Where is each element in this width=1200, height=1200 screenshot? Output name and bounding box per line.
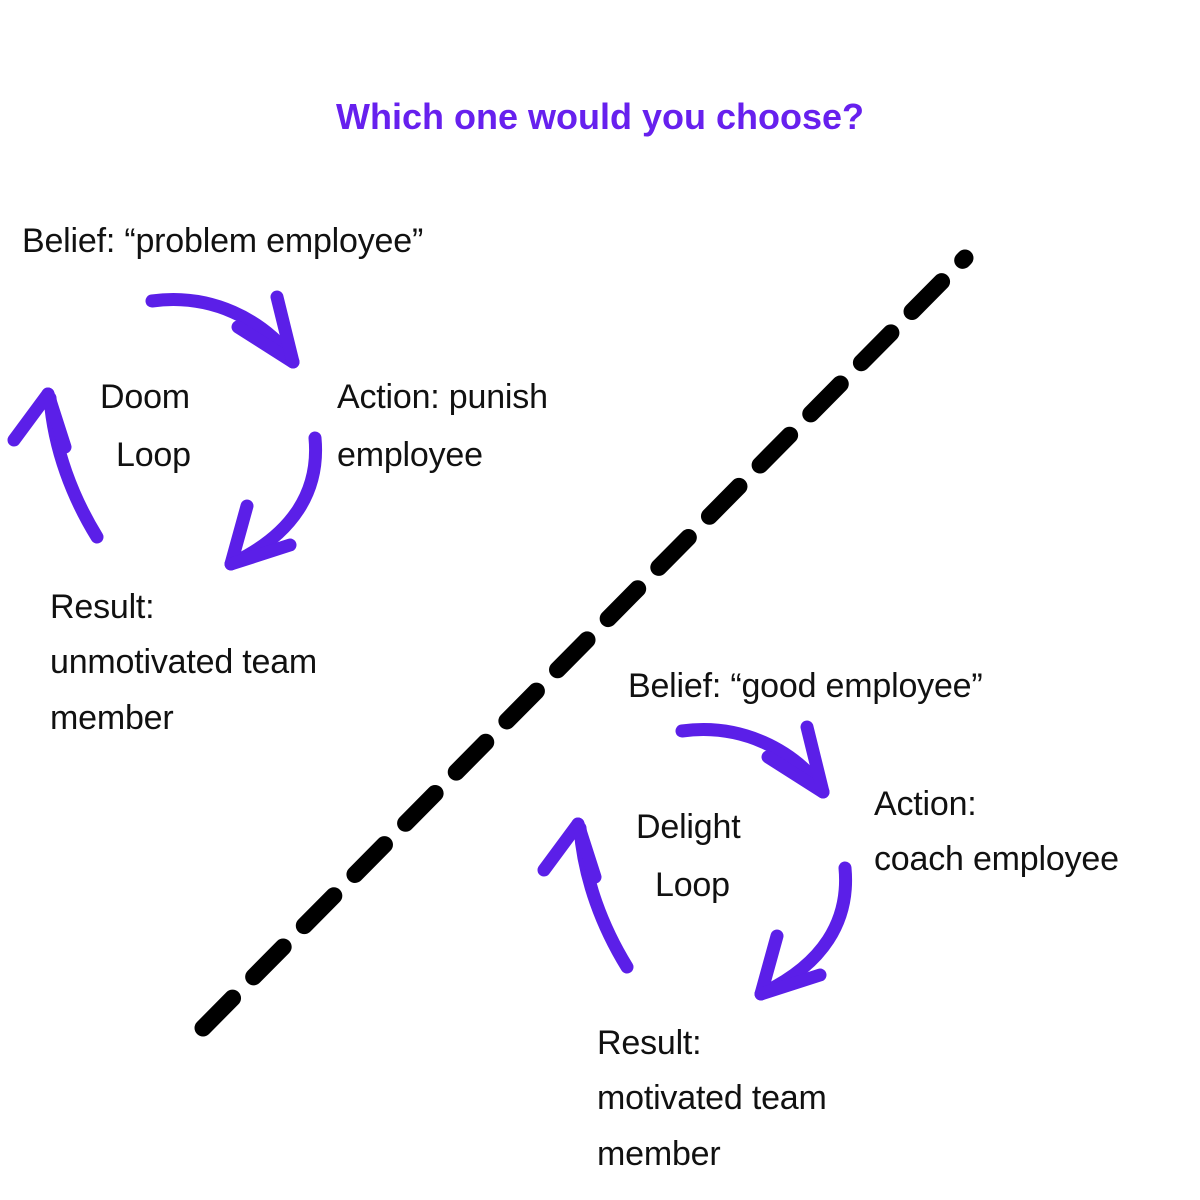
delight-loop-arrows bbox=[537, 720, 853, 1001]
doom-result-label-line3: member bbox=[50, 699, 174, 737]
delight-belief-label: Belief: “good employee” bbox=[628, 667, 983, 705]
page-title: Which one would you choose? bbox=[336, 96, 864, 137]
doom-result-label-line2: unmotivated team bbox=[50, 643, 318, 681]
delight-arrow-belief-to-action bbox=[675, 720, 830, 799]
doom-action-label-line1: Action: punish bbox=[337, 378, 548, 416]
doom-belief-label: Belief: “problem employee” bbox=[22, 222, 424, 260]
delight-action-label-line2: coach employee bbox=[874, 840, 1119, 878]
delight-result-label-line1: Result: bbox=[597, 1024, 702, 1062]
doom-action-label-line2: employee bbox=[337, 436, 483, 474]
doom-loop-name-line1: Doom bbox=[100, 378, 190, 416]
delight-loop-name-line2: Loop bbox=[655, 866, 730, 904]
doom-loop-arrows bbox=[7, 290, 323, 571]
delight-result-label-line2: motivated team bbox=[597, 1079, 827, 1117]
delight-loop-name-line1: Delight bbox=[636, 808, 741, 846]
delight-action-label-line1: Action: bbox=[874, 785, 977, 823]
dashed-divider bbox=[194, 249, 974, 1037]
doom-arrow-belief-to-action bbox=[145, 290, 300, 369]
doom-loop-name-line2: Loop bbox=[116, 436, 191, 474]
delight-result-label-line3: member bbox=[597, 1135, 721, 1173]
doom-arrow-action-to-result bbox=[224, 431, 323, 571]
doom-arrow-result-to-belief bbox=[7, 387, 104, 544]
delight-arrow-result-to-belief bbox=[537, 817, 634, 974]
doom-result-label-line1: Result: bbox=[50, 588, 155, 626]
delight-arrow-action-to-result bbox=[754, 861, 853, 1001]
